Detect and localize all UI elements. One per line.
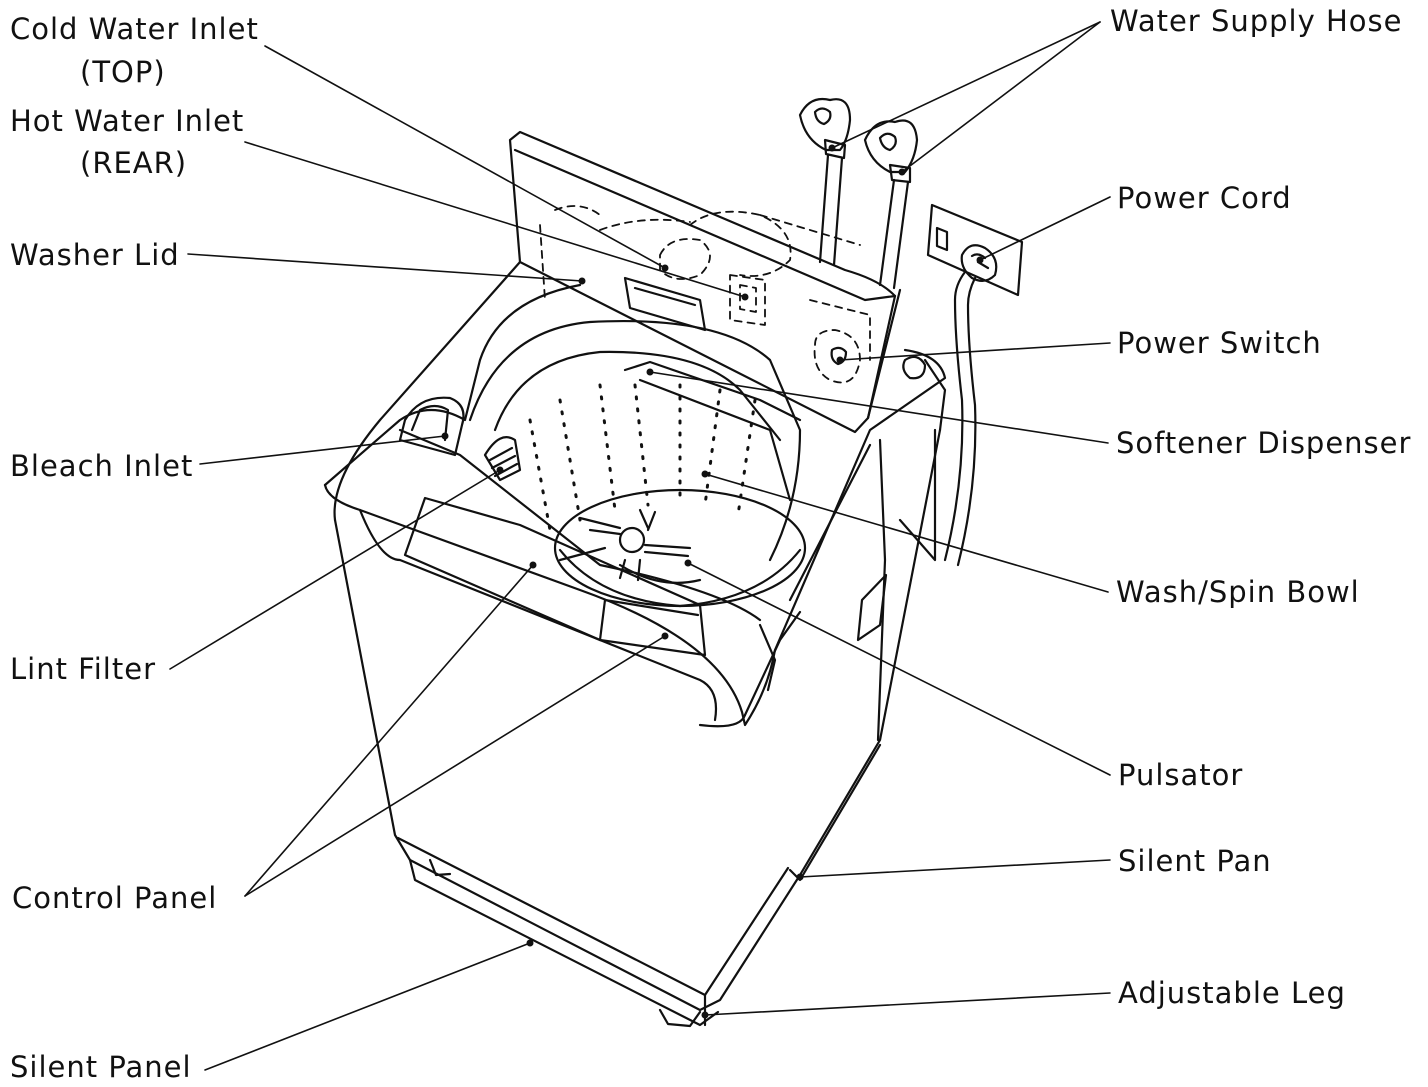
leader-dots (441, 144, 984, 1019)
top-deck (323, 283, 947, 728)
label-power-switch: Power Switch (1117, 326, 1322, 360)
label-water-supply-hose: Water Supply Hose (1110, 4, 1403, 38)
label-power-cord: Power Cord (1117, 181, 1292, 215)
lint-filter-part (483, 436, 522, 482)
leader-lines (169, 21, 1111, 1071)
label-pulsator: Pulsator (1118, 758, 1244, 792)
label-washer-lid: Washer Lid (10, 238, 180, 272)
water-hoses (798, 97, 919, 290)
label-softener-dispenser: Softener Dispenser (1116, 426, 1412, 460)
cabinet-body (333, 260, 947, 1028)
label-silent-pan: Silent Pan (1118, 844, 1272, 878)
label-hot-water-inlet: Hot Water Inlet (10, 104, 245, 138)
pulsator-part (558, 508, 702, 584)
label-hot-water-inlet-sub: (REAR) (80, 146, 188, 180)
label-silent-panel: Silent Panel (10, 1050, 192, 1084)
label-adjustable-leg: Adjustable Leg (1118, 976, 1346, 1010)
washer-lid-part (508, 130, 927, 434)
wash-bowl (468, 319, 807, 608)
bleach-cup (398, 396, 465, 457)
label-control-panel: Control Panel (12, 881, 218, 915)
label-cold-water-inlet: Cold Water Inlet (10, 12, 259, 46)
label-cold-water-inlet-sub: (TOP) (80, 55, 166, 89)
label-lint-filter: Lint Filter (10, 652, 157, 686)
label-bleach-inlet: Bleach Inlet (10, 449, 194, 483)
power-cord-part (926, 203, 1024, 567)
label-wash-spin-bowl: Wash/Spin Bowl (1116, 575, 1360, 609)
